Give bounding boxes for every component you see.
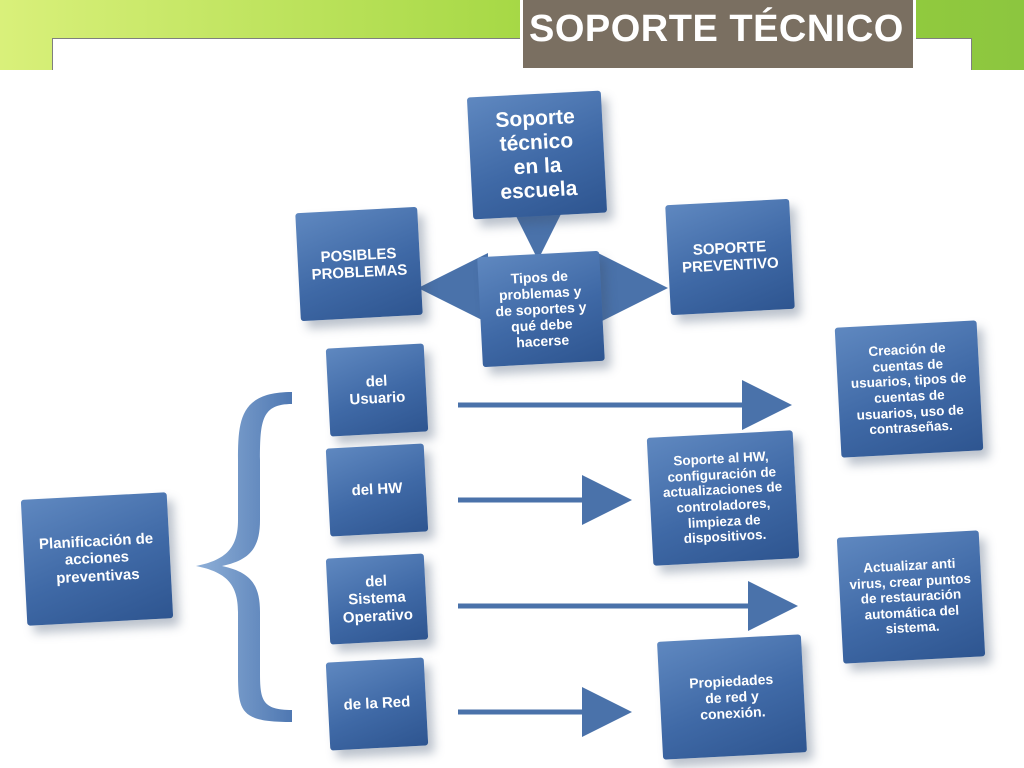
- node-planning-label: Planificación de acciones preventivas: [38, 530, 154, 587]
- node-os-label: del Sistema Operativo: [342, 572, 414, 627]
- node-problems: POSIBLES PROBLEMAS: [295, 206, 423, 322]
- panel-edge-right: [971, 38, 972, 70]
- panel-edge-left: [52, 38, 53, 70]
- node-user-action: Creación de cuentas de usuarios, tipos d…: [834, 320, 984, 458]
- node-user-action-label: Creación de cuentas de usuarios, tipos d…: [850, 340, 967, 438]
- node-net-label: de la Red: [343, 693, 411, 715]
- node-hw: del HW: [325, 443, 429, 537]
- node-preventive-label: SOPORTE PREVENTIVO: [681, 237, 780, 277]
- node-net: de la Red: [325, 657, 429, 751]
- node-net-action: Propiedades de red y conexión.: [657, 634, 807, 760]
- node-net-action-label: Propiedades de red y conexión.: [688, 670, 774, 723]
- node-problems-label: POSIBLES PROBLEMAS: [311, 244, 408, 284]
- node-preventive: SOPORTE PREVENTIVO: [665, 198, 795, 316]
- node-root-label: Soporte técnico en la escuela: [494, 104, 578, 205]
- node-types-label: Tipos de problemas y de soportes y qué d…: [495, 267, 587, 351]
- node-planning: Planificación de acciones preventivas: [20, 492, 174, 626]
- brace-shape: [196, 392, 292, 722]
- node-hw-action: Soporte al HW, configuración de actualiz…: [646, 430, 800, 566]
- node-types: Tipos de problemas y de soportes y qué d…: [477, 250, 605, 368]
- node-root: Soporte técnico en la escuela: [466, 90, 608, 220]
- node-user-label: del Usuario: [349, 372, 406, 409]
- page-title: SOPORTE TÉCNICO: [529, 8, 904, 50]
- node-os-action: Actualizar anti virus, crear puntos de r…: [836, 530, 986, 664]
- node-user: del Usuario: [325, 343, 429, 437]
- node-os-action-label: Actualizar anti virus, crear puntos de r…: [849, 555, 972, 637]
- title-box: SOPORTE TÉCNICO: [520, 0, 916, 68]
- node-hw-label: del HW: [351, 480, 403, 500]
- node-hw-action-label: Soporte al HW, configuración de actualiz…: [662, 449, 783, 547]
- node-os: del Sistema Operativo: [325, 553, 429, 645]
